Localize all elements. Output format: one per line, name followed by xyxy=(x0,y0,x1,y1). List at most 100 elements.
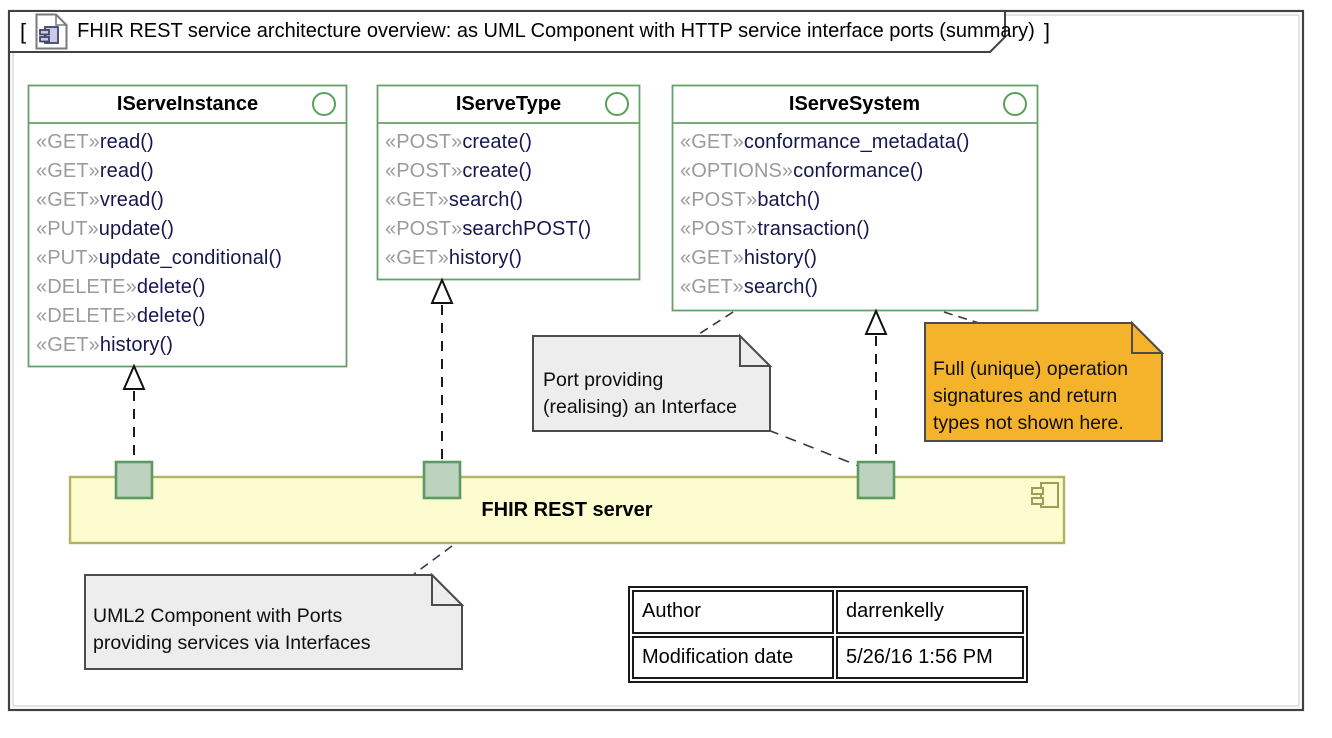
port-iserveinstance xyxy=(114,460,154,500)
operation-row: «GET»history() xyxy=(385,244,591,273)
interface-name-iserveinstance: IServeInstance xyxy=(116,93,259,115)
table-cell-author-value: darrenkelly xyxy=(836,590,1024,634)
table-cell-moddate-value: 5/26/16 1:56 PM xyxy=(836,635,1024,679)
op-stereotype: «GET» xyxy=(36,189,100,211)
operation-list-iservesystem: «GET»conformance_metadata() «OPTIONS»con… xyxy=(680,128,970,302)
note-port-providing xyxy=(532,333,773,432)
operation-row: «PUT»update_conditional() xyxy=(36,244,282,273)
operation-row: «DELETE»delete() xyxy=(36,302,282,331)
op-stereotype: «GET» xyxy=(36,160,100,182)
title-open-bracket: [ xyxy=(20,18,27,44)
realization-arrowhead-icon xyxy=(430,277,454,304)
op-stereotype: «OPTIONS» xyxy=(680,160,794,182)
operation-row: «GET»search() xyxy=(680,273,970,302)
op-stereotype: «GET» xyxy=(385,247,449,269)
op-name: searchPOST() xyxy=(462,218,592,240)
uml-component-icon xyxy=(1031,482,1059,508)
op-name: vread() xyxy=(99,189,164,211)
op-stereotype: «GET» xyxy=(36,334,100,356)
operation-row: «OPTIONS»conformance() xyxy=(680,157,970,186)
title-close-bracket: ] xyxy=(1043,18,1050,44)
diagram-info-table: Author darrenkelly Modification date 5/2… xyxy=(628,586,1028,683)
op-name: create() xyxy=(462,160,533,182)
operation-row: «GET»search() xyxy=(385,186,591,215)
port-iservesystem xyxy=(856,460,896,500)
component-label: FHIR REST server xyxy=(481,499,653,521)
op-stereotype: «GET» xyxy=(680,276,744,298)
component-fhir-rest-server xyxy=(68,475,1066,545)
diagram-title-tab xyxy=(8,10,1006,53)
op-stereotype: «POST» xyxy=(680,218,758,240)
table-cell-moddate-label: Modification date xyxy=(632,635,834,679)
realization-arrowhead-icon xyxy=(122,363,146,390)
provided-interface-circle-icon xyxy=(605,92,629,116)
note-anchor-line xyxy=(413,545,453,575)
note-line: signatures and return xyxy=(933,385,1118,407)
operation-row: «POST»searchPOST() xyxy=(385,215,591,244)
interface-name-iservesystem: IServeSystem xyxy=(788,93,921,115)
op-stereotype: «PUT» xyxy=(36,218,99,240)
note-anchor-line xyxy=(695,311,734,337)
op-name: read() xyxy=(99,160,154,182)
note-port-providing-text: Port providing (realising) an Interface xyxy=(543,367,737,421)
op-name: batch() xyxy=(757,189,821,211)
note-uml2-component-text: UML2 Component with Ports providing serv… xyxy=(93,603,370,657)
port-iservetype xyxy=(422,460,462,500)
operation-row: «POST»create() xyxy=(385,157,591,186)
operation-row: «GET»vread() xyxy=(36,186,282,215)
note-line: UML2 Component with Ports xyxy=(93,605,343,627)
provided-interface-circle-icon xyxy=(1003,92,1027,116)
op-name: transaction() xyxy=(757,218,870,240)
note-signatures xyxy=(924,320,1165,442)
op-stereotype: «GET» xyxy=(385,189,449,211)
op-name: delete() xyxy=(136,305,206,327)
op-stereotype: «POST» xyxy=(385,131,463,153)
op-stereotype: «DELETE» xyxy=(36,305,137,327)
op-name: conformance_metadata() xyxy=(743,131,970,153)
interface-box-iservetype xyxy=(376,84,641,281)
operation-row: «GET»read() xyxy=(36,157,282,186)
note-anchor-line xyxy=(767,429,860,467)
diagram-title-bar: [ FHIR REST service architecture overvie… xyxy=(20,11,1050,52)
operation-row: «DELETE»delete() xyxy=(36,273,282,302)
note-line: (realising) an Interface xyxy=(543,396,738,418)
op-stereotype: «DELETE» xyxy=(36,276,137,298)
op-name: create() xyxy=(462,131,533,153)
operation-row: «POST»transaction() xyxy=(680,215,970,244)
interface-name-iservetype: IServeType xyxy=(455,93,562,115)
operation-list-iservetype: «POST»create() «POST»create() «GET»searc… xyxy=(385,128,591,273)
op-name: history() xyxy=(99,334,173,356)
note-line: types not shown here. xyxy=(933,412,1124,434)
realization-arrowhead-icon xyxy=(864,308,888,335)
operation-row: «GET»history() xyxy=(36,331,282,360)
op-name: conformance() xyxy=(793,160,924,182)
operation-row: «POST»create() xyxy=(385,128,591,157)
op-name: history() xyxy=(743,247,817,269)
note-line: providing services via Interfaces xyxy=(93,632,371,654)
op-stereotype: «GET» xyxy=(680,247,744,269)
op-name: search() xyxy=(448,189,524,211)
op-stereotype: «POST» xyxy=(385,160,463,182)
op-stereotype: «POST» xyxy=(680,189,758,211)
operation-list-iserveinstance: «GET»read() «GET»read() «GET»vread() «PU… xyxy=(36,128,282,360)
op-stereotype: «GET» xyxy=(36,131,100,153)
provided-interface-circle-icon xyxy=(312,92,336,116)
operation-row: «GET»read() xyxy=(36,128,282,157)
table-row: Modification date 5/26/16 1:56 PM xyxy=(632,635,1024,679)
component-document-icon xyxy=(35,13,68,50)
op-stereotype: «POST» xyxy=(385,218,463,240)
note-line: Full (unique) operation xyxy=(933,358,1129,380)
op-name: delete() xyxy=(136,276,206,298)
interface-box-iserveinstance xyxy=(27,84,348,368)
table-row: Author darrenkelly xyxy=(632,590,1024,634)
note-line: Port providing xyxy=(543,369,664,391)
note-signatures-text: Full (unique) operation signatures and r… xyxy=(933,356,1128,437)
op-name: history() xyxy=(448,247,522,269)
op-stereotype: «GET» xyxy=(680,131,744,153)
operation-row: «GET»conformance_metadata() xyxy=(680,128,970,157)
operation-row: «GET»history() xyxy=(680,244,970,273)
op-name: search() xyxy=(743,276,819,298)
operation-row: «PUT»update() xyxy=(36,215,282,244)
